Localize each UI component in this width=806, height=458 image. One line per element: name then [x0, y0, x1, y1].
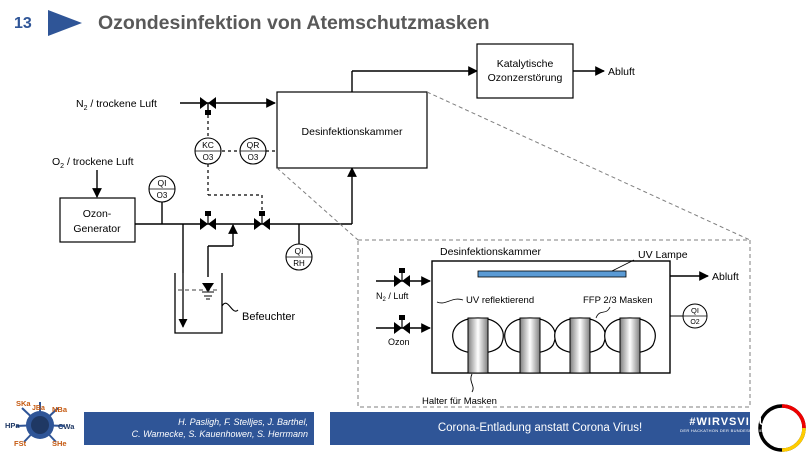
instrument-kc-o3: KC O3 — [194, 137, 222, 165]
humidifier-label: Befeuchter — [242, 311, 296, 323]
instrument-qi-rh: QI RH — [285, 243, 313, 271]
valve-ozone — [200, 211, 216, 230]
team-tag-jba: JBa — [32, 405, 45, 412]
slide-number: 13 — [14, 15, 32, 32]
authors-box: H. Pasligh, F. Stelljes, J. Barthel, C. … — [84, 412, 314, 445]
mask-3 — [554, 317, 606, 374]
svg-text:QI: QI — [691, 306, 699, 315]
team-tag-nba: NBa — [52, 405, 68, 414]
chamber-box — [276, 91, 428, 169]
uv-lamp-label: UV Lampe — [638, 249, 688, 261]
svg-text:RH: RH — [293, 259, 305, 268]
uv-reflective-label: UV reflektierend — [466, 295, 534, 306]
mask-4 — [604, 317, 656, 374]
mask-holder-label: Halter für Masken — [422, 396, 497, 407]
humidifier — [174, 273, 239, 334]
svg-text:O3: O3 — [203, 153, 214, 162]
page-title: Ozondesinfektion von Atemschutzmasken — [98, 12, 490, 34]
catalytic-box — [476, 43, 574, 99]
svg-text:QI: QI — [158, 178, 167, 188]
detail-instrument-qi: QI O2 — [682, 303, 708, 329]
ozone-generator-label-1: Ozon- — [83, 208, 112, 220]
catalytic-label-1: Katalytische — [497, 58, 554, 70]
valve-control — [254, 211, 270, 230]
team-tag-she: SHe — [52, 439, 67, 448]
authors-line-1: H. Pasligh, F. Stelljes, J. Barthel, — [178, 417, 308, 427]
detail-title: Desinfektionskammer — [440, 246, 541, 258]
control-lines — [207, 115, 277, 212]
chamber-label: Desinfektionskammer — [302, 126, 403, 138]
svg-text:QI: QI — [295, 246, 304, 256]
detail-valve-n2 — [394, 268, 410, 287]
svg-text:O3: O3 — [248, 153, 259, 162]
instrument-qr-o3: QR O3 — [239, 137, 267, 165]
team-tag-fst: FSt — [14, 439, 27, 448]
ozone-generator-box — [59, 197, 136, 243]
svg-text:O3: O3 — [157, 191, 168, 200]
abluft-label: Abluft — [608, 66, 635, 78]
slide-arrow-icon — [48, 10, 82, 36]
ozone-generator-label-2: Generator — [73, 223, 121, 235]
catalytic-label-2: Ozonzerstörung — [488, 72, 563, 84]
mask-2 — [504, 317, 556, 374]
svg-text:O2: O2 — [690, 319, 699, 326]
detail-abluft-label: Abluft — [712, 271, 739, 283]
ffp-label: FFP 2/3 Masken — [583, 295, 653, 306]
detail-ozon-label: Ozon — [388, 337, 410, 347]
mask-1 — [452, 317, 504, 374]
wirvsvirus-wordmark: #WIRVSVIRUS DER HACKATHON DER BUNDESREGI… — [672, 416, 776, 433]
uv-lamp — [477, 270, 627, 278]
svg-text:QR: QR — [247, 140, 260, 150]
tagline-text: Corona-Entladung anstatt Corona Virus! — [437, 422, 643, 434]
wirvsvirus-logo — [758, 404, 806, 452]
authors-line-2: C. Warnecke, S. Kauenhowen, S. Herrmann — [131, 429, 308, 439]
n2-label: N2 / trockene Luft — [76, 98, 157, 112]
zoom-line-bottom — [276, 167, 359, 241]
team-virus-logo: SKa NBa HPa CWa FSt JBa SHe — [5, 399, 75, 448]
detail-valve-ozone — [394, 315, 410, 334]
svg-text:KC: KC — [202, 140, 214, 150]
team-tag-cwa: CWa — [58, 422, 75, 431]
o2-label: O2 / trockene Luft — [52, 156, 134, 170]
wirvsvirus-title: #WIRVSVIRUS — [689, 416, 776, 428]
valve-n2 — [200, 97, 216, 115]
team-tag-ska: SKa — [16, 399, 31, 408]
tagline-box: Corona-Entladung anstatt Corona Virus! — [330, 412, 750, 445]
wirvsvirus-subtitle: DER HACKATHON DER BUNDESREGIERUNG — [680, 428, 776, 433]
zoom-line-top — [426, 91, 751, 241]
team-tag-hpa: HPa — [5, 421, 20, 430]
detail-n2-label: N2 / Luft — [376, 291, 409, 303]
instrument-qi-o3: QI O3 — [148, 175, 176, 203]
